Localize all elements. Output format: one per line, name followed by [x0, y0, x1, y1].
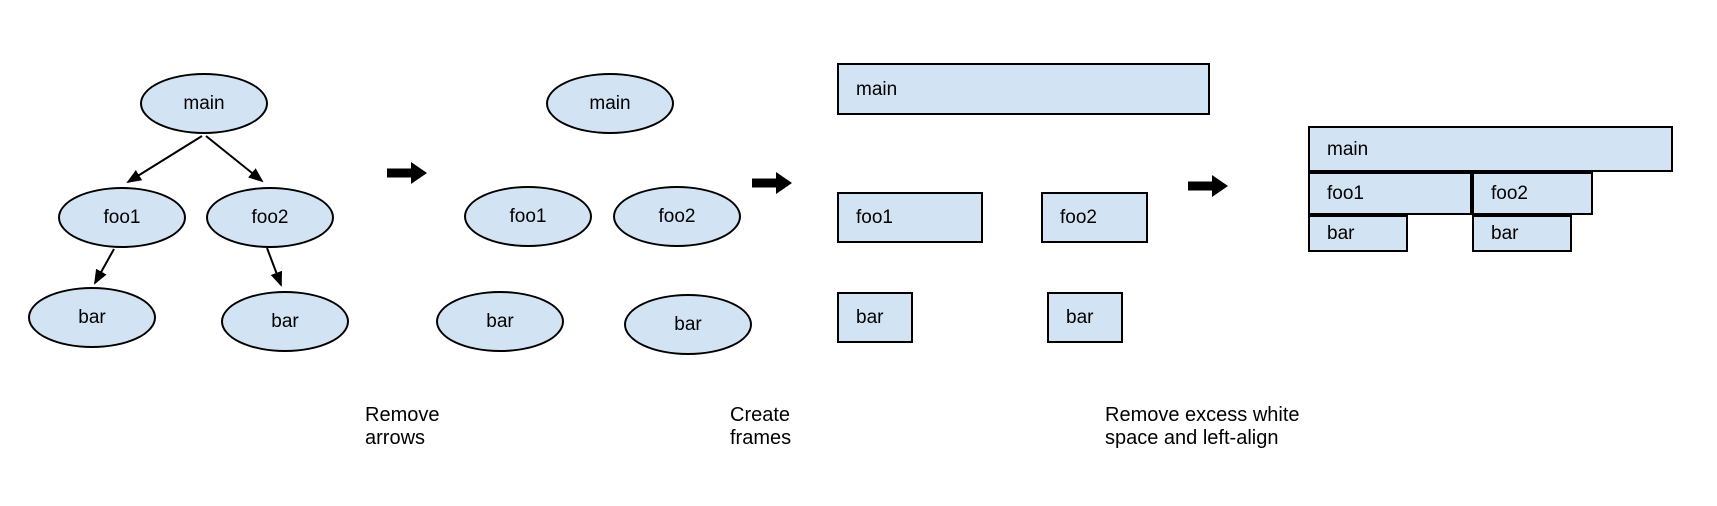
frame-node-foo1: foo1: [837, 192, 983, 243]
caption-line: frames: [730, 427, 792, 449]
caption-create-frames: Create frames: [730, 404, 791, 450]
flame-node-foo2: foo2: [1472, 172, 1593, 215]
step-arrow-icon: [752, 172, 792, 194]
caption-line: Create: [730, 404, 791, 426]
tree-node-bar-right: bar: [221, 291, 349, 352]
edge-main-foo2: [205, 135, 264, 183]
noarrow-node-bar-right: bar: [624, 294, 752, 355]
node-label: main: [856, 78, 898, 100]
caption-remove-arrows: Remove arrows: [365, 404, 439, 450]
caption-line: arrows: [365, 427, 426, 449]
node-label: bar: [1066, 307, 1094, 328]
step-arrow-icon: [1188, 175, 1228, 197]
node-label: bar: [486, 311, 514, 332]
node-label: foo1: [1327, 183, 1364, 204]
node-label: foo1: [856, 207, 893, 228]
node-label: bar: [674, 314, 702, 335]
tree-node-foo2: foo2: [206, 187, 334, 248]
tree-node-main: main: [140, 73, 268, 134]
caption-line: Remove excess white: [1105, 404, 1300, 426]
tree-node-foo1: foo1: [58, 187, 186, 248]
node-label: bar: [78, 307, 106, 328]
node-label: foo1: [103, 207, 141, 228]
node-label: foo2: [658, 206, 696, 227]
noarrow-node-main: main: [546, 73, 674, 134]
node-label: foo2: [251, 207, 289, 228]
noarrow-node-bar-left: bar: [436, 291, 564, 352]
node-label: foo1: [509, 206, 547, 227]
flame-node-main: main: [1308, 126, 1673, 172]
node-label: bar: [1327, 223, 1355, 244]
node-label: main: [183, 93, 225, 114]
caption-line: Remove: [365, 404, 440, 426]
edge-foo2-bar: [266, 247, 283, 287]
edge-main-foo1: [126, 135, 203, 184]
frame-node-bar-left: bar: [837, 292, 913, 343]
tree-node-bar-left: bar: [28, 287, 156, 348]
noarrow-node-foo2: foo2: [613, 186, 741, 247]
flame-node-foo1: foo1: [1308, 172, 1472, 215]
noarrow-node-foo1: foo1: [464, 186, 592, 247]
step-arrow-icon: [387, 162, 427, 184]
node-label: bar: [856, 307, 884, 328]
node-label: bar: [271, 311, 299, 332]
node-label: foo2: [1060, 207, 1097, 228]
edge-foo1-bar: [94, 248, 115, 285]
frame-node-bar-right: bar: [1047, 292, 1123, 343]
frame-node-main: main: [837, 63, 1210, 115]
caption-line: space and left-align: [1105, 427, 1279, 449]
node-label: main: [589, 93, 631, 114]
node-label: foo2: [1491, 183, 1528, 204]
flame-node-bar-left: bar: [1308, 215, 1408, 252]
node-label: main: [1327, 138, 1369, 160]
node-label: bar: [1491, 223, 1519, 244]
flame-node-bar-right: bar: [1472, 215, 1572, 252]
caption-remove-whitespace: Remove excess white space and left-align: [1105, 404, 1300, 450]
frame-node-foo2: foo2: [1041, 192, 1148, 243]
